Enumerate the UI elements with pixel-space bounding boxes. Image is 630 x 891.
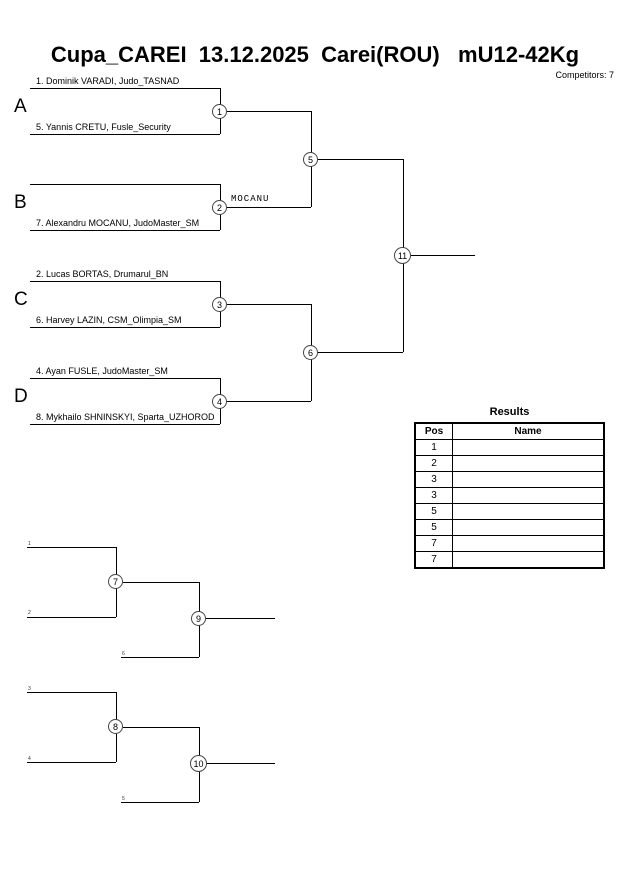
repechage-upper-feed-line — [121, 657, 199, 658]
repechage-lower-top-line — [27, 692, 116, 693]
results-row: 5 — [414, 519, 605, 536]
match-2-winner-label: MOCANU — [231, 194, 270, 204]
slot-b-bottom[interactable]: 7. Alexandru MOCANU, JudoMaster_SM — [36, 218, 200, 228]
results-row-name[interactable] — [452, 503, 605, 520]
final-winner-line — [411, 255, 475, 256]
results-row-name[interactable] — [452, 551, 605, 569]
slot-d-top-underline — [30, 378, 220, 379]
repechage-lower-bottom-line — [27, 762, 116, 763]
slot-a-top[interactable]: 1. Dominik VARADI, Judo_TASNAD — [36, 76, 180, 86]
repechage-upper-seed-feed: 6 — [122, 651, 125, 657]
competitors-count: Competitors: 7 — [555, 70, 614, 80]
slot-a-top-underline — [30, 88, 220, 89]
repechage-lower-seed-bottom: 4 — [28, 756, 31, 762]
match-node-4[interactable]: 4 — [212, 394, 227, 409]
match-node-2[interactable]: 2 — [212, 200, 227, 215]
repechage-8-to-10 — [123, 727, 199, 728]
results-row-name[interactable] — [452, 439, 605, 456]
repechage-lower-seed-feed: 5 — [122, 796, 125, 802]
match-node-5[interactable]: 5 — [303, 152, 318, 167]
results-col-name: Name — [452, 422, 605, 440]
connector-d-to-6 — [227, 401, 311, 402]
match-node-11[interactable]: 11 — [394, 247, 411, 264]
repechage-upper-seed-bottom: 2 — [28, 610, 31, 616]
results-col-pos: Pos — [414, 422, 453, 440]
repechage-10-winner-line — [207, 763, 275, 764]
results-row-name[interactable] — [452, 535, 605, 552]
match-node-8[interactable]: 8 — [108, 719, 123, 734]
repechage-lower-seed-top: 3 — [28, 686, 31, 692]
repechage-upper-seed-top: 1 — [28, 541, 31, 547]
repechage-upper-top-line — [27, 547, 116, 548]
connector-6-to-final — [318, 352, 403, 353]
connector-a-to-5 — [227, 111, 311, 112]
slot-b-top-underline — [30, 184, 220, 185]
slot-d-bottom[interactable]: 8. Mykhailo SHNINSKYI, Sparta_UZHOROD — [36, 412, 215, 422]
match-node-6[interactable]: 6 — [303, 345, 318, 360]
slot-c-bottom[interactable]: 6. Harvey LAZIN, CSM_Olimpia_SM — [36, 315, 182, 325]
repechage-7-to-9 — [123, 582, 199, 583]
results-row-pos: 1 — [414, 439, 453, 456]
connector-5-to-final — [318, 159, 403, 160]
connector-c-to-6 — [227, 304, 311, 305]
repechage-9-winner-line — [206, 618, 275, 619]
results-title: Results — [489, 406, 530, 418]
results-row: 7 — [414, 551, 605, 569]
results-row-pos: 5 — [414, 503, 453, 520]
slot-c-top[interactable]: 2. Lucas BORTAS, Drumarul_BN — [36, 269, 169, 279]
results-row-name[interactable] — [452, 471, 605, 488]
match-node-1[interactable]: 1 — [212, 104, 227, 119]
results-row-name[interactable] — [452, 487, 605, 504]
slot-d-top[interactable]: 4. Ayan FUSLE, JudoMaster_SM — [36, 366, 168, 376]
match-node-7[interactable]: 7 — [108, 574, 123, 589]
page-title: Cupa_CAREI 13.12.2025 Carei(ROU) mU12-42… — [50, 42, 580, 67]
match-node-3[interactable]: 3 — [212, 297, 227, 312]
slot-a-bottom-underline — [30, 134, 220, 135]
results-row: 3 — [414, 487, 605, 504]
results-row-pos: 3 — [414, 471, 453, 488]
results-row-name[interactable] — [452, 455, 605, 472]
results-row-pos: 2 — [414, 455, 453, 472]
results-row-pos: 7 — [414, 535, 453, 552]
slot-c-bottom-underline — [30, 327, 220, 328]
results-row: 3 — [414, 471, 605, 488]
match-node-10[interactable]: 10 — [190, 755, 207, 772]
group-letter-b: B — [14, 192, 27, 213]
group-letter-c: C — [14, 289, 28, 310]
results-header-row: Pos Name — [414, 422, 605, 440]
group-letter-a: A — [14, 96, 27, 117]
results-row: 5 — [414, 503, 605, 520]
match-node-9[interactable]: 9 — [191, 611, 206, 626]
repechage-upper-bottom-line — [27, 617, 116, 618]
repechage-lower-feed-line — [121, 802, 199, 803]
results-row: 7 — [414, 535, 605, 552]
group-letter-d: D — [14, 386, 28, 407]
results-row: 2 — [414, 455, 605, 472]
results-row-pos: 5 — [414, 519, 453, 536]
slot-b-bottom-underline — [30, 230, 220, 231]
slot-a-bottom[interactable]: 5. Yannis CRETU, Fusle_Security — [36, 122, 171, 132]
results-row-pos: 7 — [414, 551, 453, 569]
results-row: 1 — [414, 439, 605, 456]
results-row-name[interactable] — [452, 519, 605, 536]
results-row-pos: 3 — [414, 487, 453, 504]
connector-b-to-5 — [227, 207, 311, 208]
slot-d-bottom-underline — [30, 424, 220, 425]
slot-c-top-underline — [30, 281, 220, 282]
